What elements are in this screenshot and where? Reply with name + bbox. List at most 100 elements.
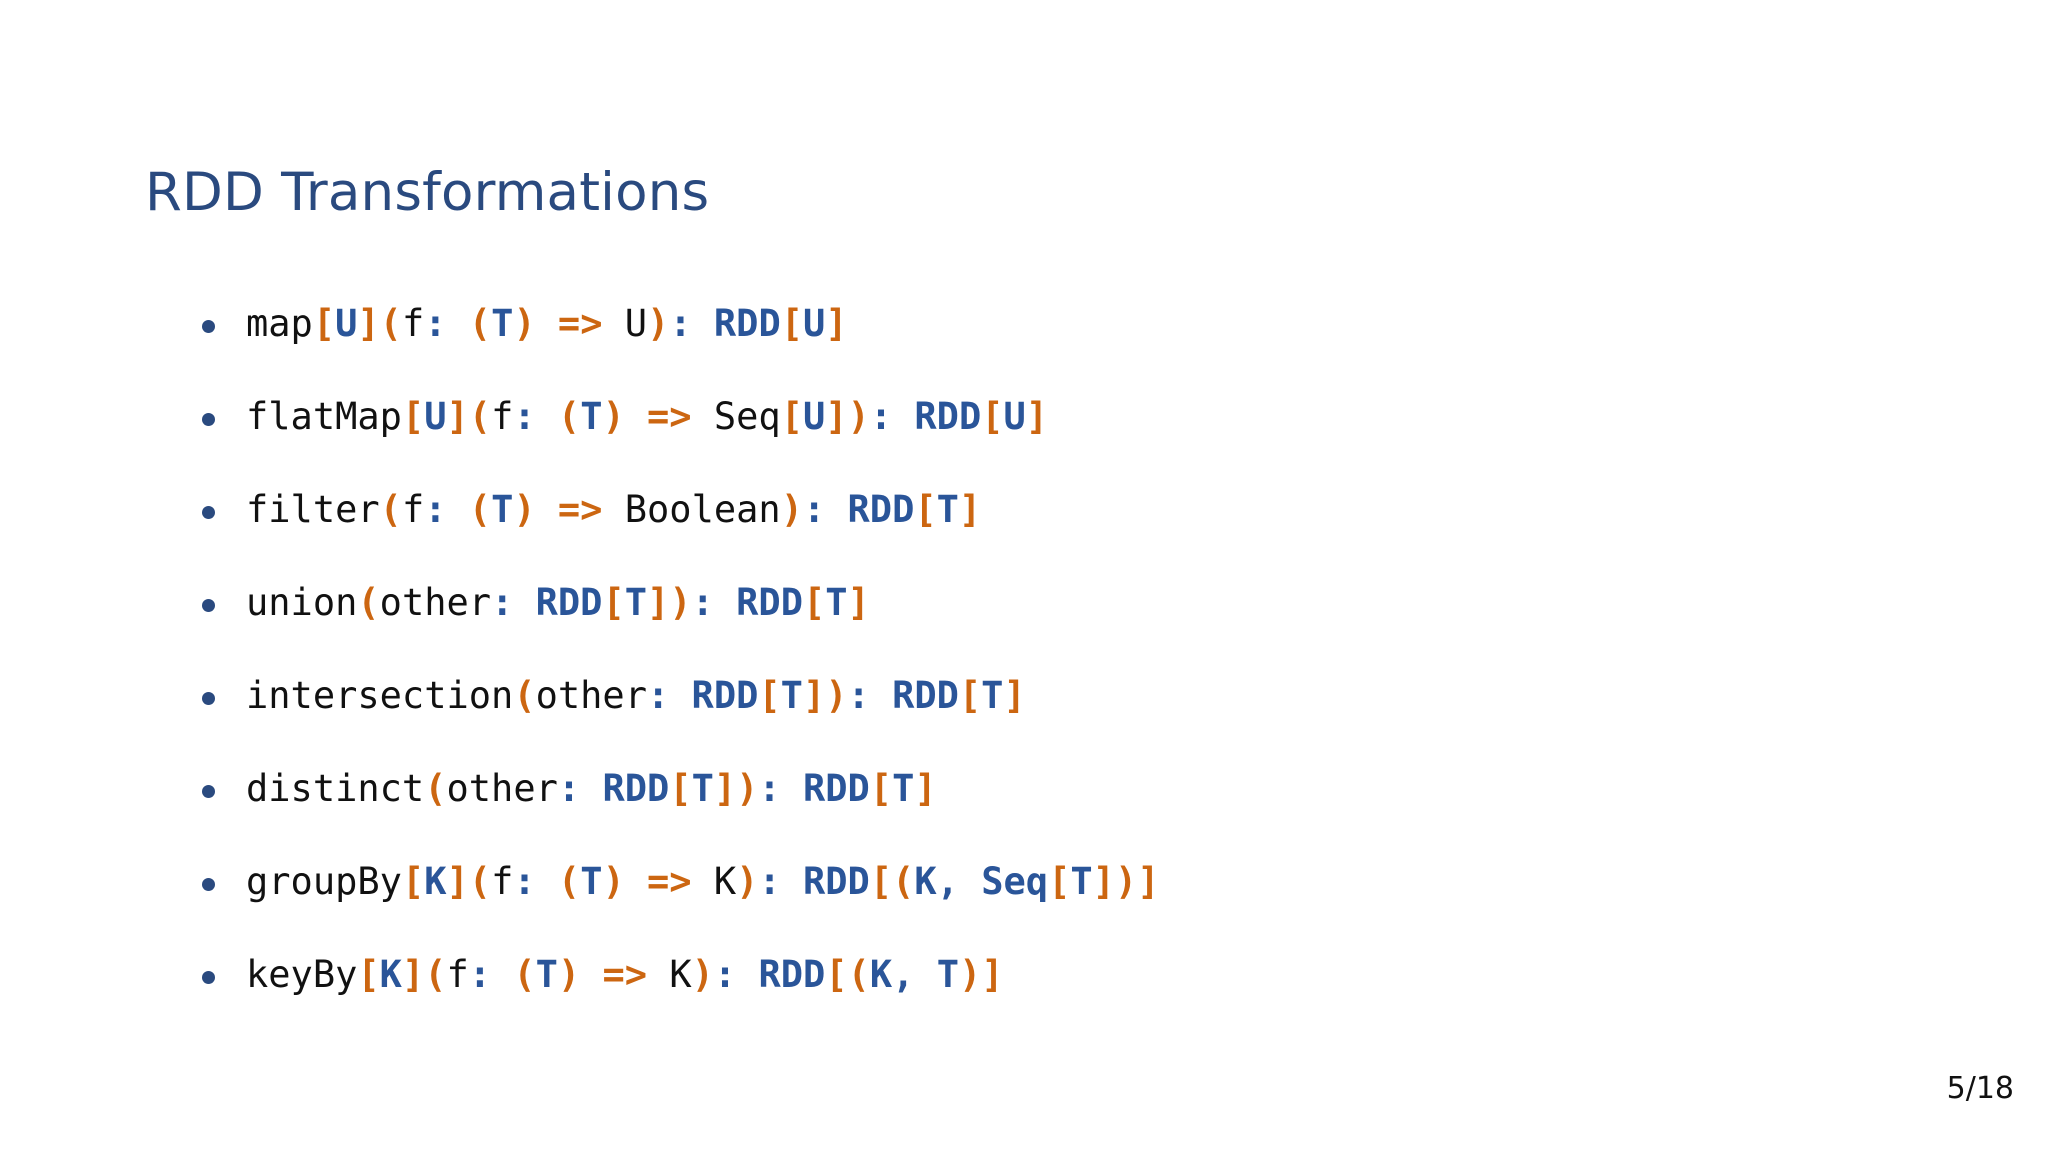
code-token <box>536 302 558 345</box>
code-token: ) <box>513 488 536 531</box>
code-token <box>781 860 803 903</box>
code-token: ] <box>825 395 848 438</box>
code-token: [ <box>914 488 937 531</box>
code-token: f <box>401 302 425 345</box>
code-token: ] <box>825 302 848 345</box>
code-token: ) <box>557 953 581 996</box>
code-token: U <box>802 395 826 438</box>
bullet-dot-icon <box>202 413 215 426</box>
code-token: RDD <box>803 860 870 903</box>
code-token: RDD <box>758 953 826 996</box>
bullet-dot-icon <box>202 599 215 612</box>
code-token: T <box>936 488 959 531</box>
code-token: [ <box>1048 860 1071 903</box>
code-token: ] <box>1137 860 1160 903</box>
code-token: ) <box>513 302 536 345</box>
code-token: [ <box>780 395 803 438</box>
code-token: ) <box>602 395 625 438</box>
code-token: ( <box>468 860 492 903</box>
code-token: => <box>602 953 648 996</box>
code-token: => <box>557 488 603 531</box>
list-item: union(other: RDD[T]): RDD[T] <box>196 579 1896 627</box>
code-token: ) <box>736 860 759 903</box>
code-token: RDD <box>713 302 781 345</box>
code-token: ] <box>981 953 1004 996</box>
code-token: U <box>335 302 358 345</box>
code-token: f <box>401 488 425 531</box>
bullet-dot-icon <box>202 320 215 333</box>
code-token: [ <box>958 674 982 717</box>
code-token: ] <box>958 488 982 531</box>
list-item: intersection(other: RDD[T]): RDD[T] <box>196 672 1896 720</box>
code-token: f <box>491 395 514 438</box>
code-token: Seq <box>691 395 781 438</box>
code-token: other <box>535 674 647 717</box>
code-token: T <box>624 581 648 624</box>
code-token: ) <box>691 953 714 996</box>
code-token: map <box>246 302 313 345</box>
code-token: ) <box>825 674 848 717</box>
code-token <box>580 953 602 996</box>
code-token: : <box>424 302 447 345</box>
code-token: U <box>602 302 648 345</box>
code-token: ] <box>401 953 425 996</box>
code-token: : <box>669 302 692 345</box>
rdd-transformations-list: map[U](f: (T) => U): RDD[U]flatMap[U](f:… <box>196 300 1896 999</box>
page-number: 5/18 <box>1946 1071 2014 1106</box>
code-token: Boolean <box>602 488 781 531</box>
code-token: K <box>379 953 402 996</box>
page-title: RDD Transformations <box>145 161 710 223</box>
code-token: ) <box>602 860 625 903</box>
code-token: ( <box>847 953 870 996</box>
code-token: ( <box>424 767 447 810</box>
code-token: ] <box>713 767 737 810</box>
code-token: [ <box>357 953 380 996</box>
code-token: f <box>491 860 514 903</box>
code-token: => <box>647 395 692 438</box>
code-token: ( <box>468 395 492 438</box>
code-token <box>870 674 892 717</box>
code-token: [ <box>401 395 425 438</box>
code-token: T <box>825 581 848 624</box>
code-token: T <box>535 953 558 996</box>
code-token: ] <box>647 581 670 624</box>
code-token: [ <box>602 581 625 624</box>
code-token: [ <box>869 767 893 810</box>
code-token: [ <box>312 302 336 345</box>
code-token: ( <box>468 302 492 345</box>
code-token: : <box>468 953 492 996</box>
code-token: union <box>246 581 358 624</box>
code-token: : <box>758 767 781 810</box>
code-token: ( <box>513 953 536 996</box>
code-token: ] <box>802 674 826 717</box>
code-token: ( <box>513 674 536 717</box>
code-token <box>491 953 513 996</box>
code-token: : <box>424 488 447 531</box>
code-token: [ <box>780 302 803 345</box>
code-token: ) <box>669 581 692 624</box>
code-token <box>736 953 758 996</box>
list-item: flatMap[U](f: (T) => Seq[U]): RDD[U] <box>196 393 1896 441</box>
code-token: T <box>780 674 803 717</box>
code-token: K <box>691 860 737 903</box>
code-token: T <box>491 302 514 345</box>
code-token <box>536 395 558 438</box>
code-token: RDD <box>602 767 670 810</box>
code-token: : <box>513 395 536 438</box>
code-token: [ <box>758 674 781 717</box>
code-token: [ <box>981 395 1004 438</box>
code-token <box>447 302 469 345</box>
method-signature: keyBy[K](f: (T) => K): RDD[(K, T)] <box>246 953 1004 996</box>
code-token: K, <box>869 953 915 996</box>
code-token: U <box>424 395 447 438</box>
code-token: RDD <box>914 395 982 438</box>
code-token <box>714 581 736 624</box>
method-signature: distinct(other: RDD[T]): RDD[T] <box>246 767 937 810</box>
code-token: : <box>491 581 514 624</box>
code-token: RDD <box>691 674 759 717</box>
code-token: => <box>647 860 692 903</box>
code-token: RDD <box>736 581 803 624</box>
code-token: ] <box>357 302 380 345</box>
code-token: => <box>557 302 603 345</box>
code-token: T <box>691 767 714 810</box>
